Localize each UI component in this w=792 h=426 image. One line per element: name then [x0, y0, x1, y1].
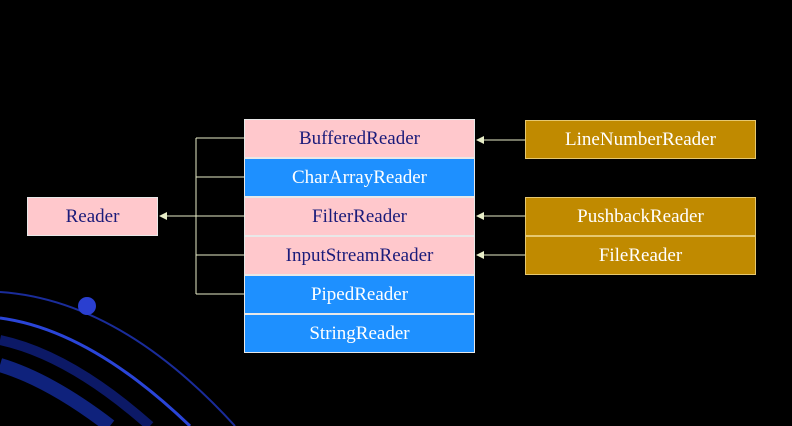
orbit-arc-4 — [0, 358, 115, 426]
node-filterreader: FilterReader — [244, 197, 475, 236]
orbit-arc-2 — [0, 316, 192, 426]
node-pushbackreader: PushbackReader — [525, 197, 756, 236]
node-bufferedreader: BufferedReader — [244, 119, 475, 158]
node-filereader: FileReader — [525, 236, 756, 275]
orbit-planet — [78, 297, 96, 315]
node-linenumberreader: LineNumberReader — [525, 120, 756, 159]
node-pipedreader: PipedReader — [244, 275, 475, 314]
orbit-arc-3 — [0, 335, 154, 426]
orbit-arc-1 — [0, 291, 236, 426]
node-chararrayreader: CharArrayReader — [244, 158, 475, 197]
node-inputstreamreader: InputStreamReader — [244, 236, 475, 275]
node-reader: Reader — [27, 197, 158, 236]
node-stringreader: StringReader — [244, 314, 475, 353]
